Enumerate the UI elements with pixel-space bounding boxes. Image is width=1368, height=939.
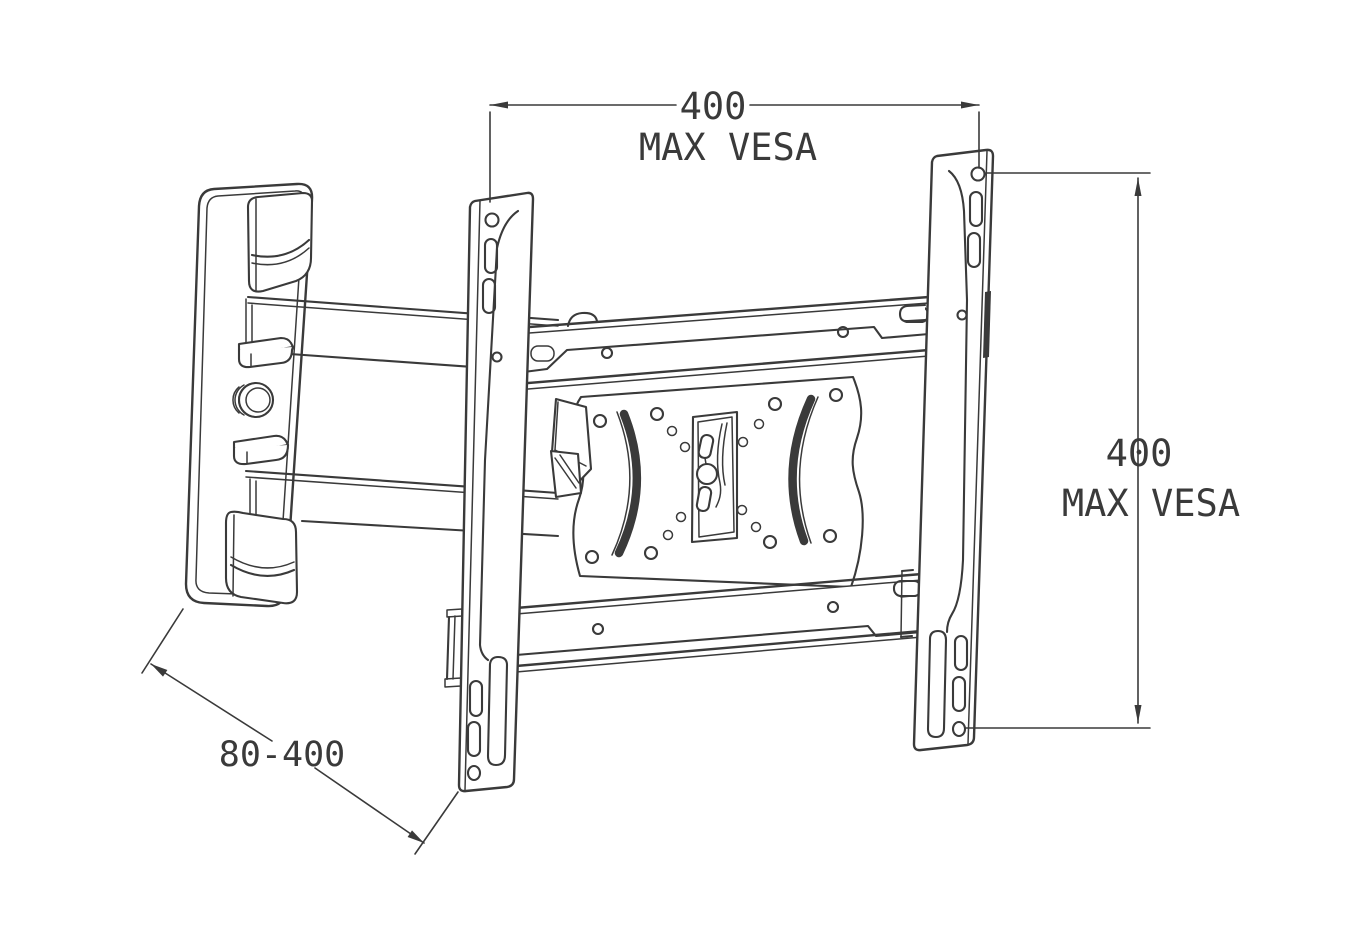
arm-extension-value: 80-400 xyxy=(219,735,345,775)
vesa-adapter-plate xyxy=(572,375,864,589)
arrow-left-icon xyxy=(490,101,508,109)
wall-plate-lower-hinge-tab xyxy=(232,434,290,466)
bottom-crossbar xyxy=(514,572,924,673)
right-height-dimension: 400 MAX VESA xyxy=(965,172,1240,729)
wall-plate-top-clip xyxy=(246,191,314,293)
left-curved-slot xyxy=(611,409,642,558)
wall-plate-upper-hinge-tab xyxy=(237,336,295,369)
top-dimension-caption: MAX VESA xyxy=(639,126,817,169)
arrow-down-icon xyxy=(1134,705,1142,723)
right-dimension-value: 400 xyxy=(1106,432,1173,475)
top-dimension-value: 400 xyxy=(680,85,747,128)
top-crossbar xyxy=(514,295,931,391)
right-dimension-caption: MAX VESA xyxy=(1062,482,1240,525)
left-vertical-rail xyxy=(457,191,535,793)
tilt-lock-column xyxy=(690,410,739,544)
lower-arm-end-bracket xyxy=(549,449,583,499)
arrow-upleft-icon xyxy=(151,664,168,677)
wall-plate-bottom-clip xyxy=(224,510,299,605)
arrow-right-icon xyxy=(961,101,979,109)
right-rail-rear-bracket xyxy=(898,303,927,639)
arrow-downright-icon xyxy=(407,830,424,843)
wall-plate-pivot-hole xyxy=(232,381,275,419)
right-rail-edge-tab xyxy=(983,291,991,358)
arrow-up-icon xyxy=(1134,178,1142,196)
left-rail-rear-bracket xyxy=(444,608,463,688)
arm-extension-dimension: 80-400 xyxy=(141,608,459,855)
right-curved-slot xyxy=(788,394,819,546)
right-vertical-rail xyxy=(912,148,995,752)
top-width-dimension: 400 MAX VESA xyxy=(489,85,980,203)
